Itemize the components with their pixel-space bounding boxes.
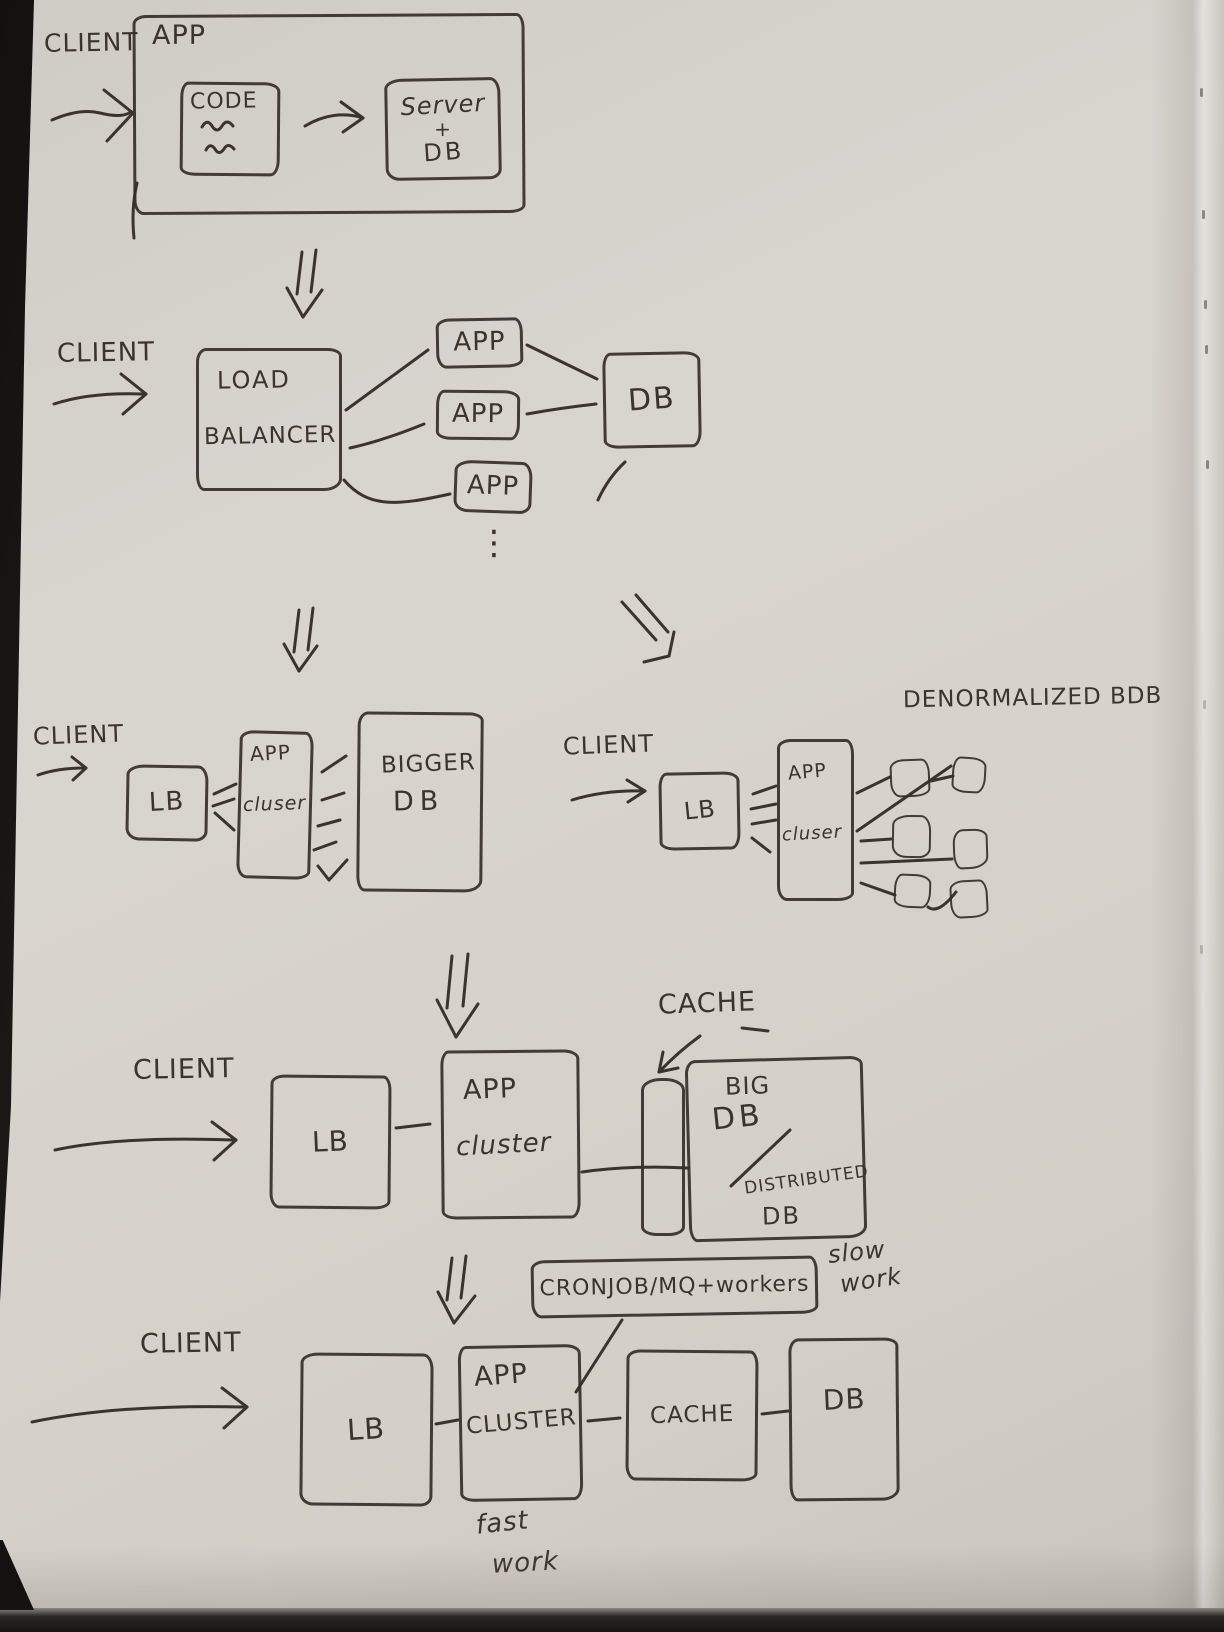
stage5-db-label: DB [821, 1381, 866, 1417]
photo-dark-bottom-band [0, 1608, 1224, 1632]
stage2-app-box-1: APP [435, 317, 524, 369]
stage5-cronjob-box: CRONJOB/MQ+workers [530, 1255, 819, 1319]
stage3-left-cluster-label-2: cluser [242, 791, 307, 817]
stage5-db-box: DB [788, 1337, 900, 1502]
stage5-fast-note-line1: fast [474, 1505, 531, 1541]
paper-right-crease [1150, 0, 1224, 1632]
stage3-right-shard-lines [855, 764, 958, 911]
paper-stitch-mark [1203, 700, 1206, 709]
stage1-plus-label: + [433, 116, 453, 141]
stage3-left-client-arrow-icon [36, 755, 88, 782]
paper-stitch-mark [1200, 88, 1203, 97]
stage5-slow-note-line1: slow [826, 1235, 887, 1269]
stage3-left-lb-label: LB [148, 786, 186, 819]
stage2-load-label: LOAD [216, 365, 292, 395]
stage5-connector-lines [434, 1409, 790, 1426]
stage3-right-client-label: CLIENT [562, 729, 655, 761]
stage4-client-label: CLIENT [132, 1053, 235, 1086]
stage5-cache-label: CACHE [649, 1401, 735, 1430]
stage1-code-label: CODE [189, 88, 258, 115]
stage1-client-arrow-icon [50, 88, 135, 143]
stage5-lb-label: LB [346, 1411, 387, 1448]
stage4-cluster-label-2: cluster [455, 1127, 553, 1163]
stage3-right-lb-cluster-chevrons [749, 784, 778, 854]
stage3-left-db-label: DB [392, 785, 445, 818]
photo-bottom-shadow [0, 1545, 1224, 1608]
stage3-left-lb-cluster-chevrons [211, 782, 238, 832]
stage3-left-lb-box: LB [125, 764, 209, 842]
stage4-lb-label: LB [311, 1124, 350, 1160]
stage3-left-cluster-db-chevrons [312, 754, 349, 882]
paper-stitch-mark [1200, 945, 1203, 954]
stage4-bigdb-label-1: BIG [724, 1071, 771, 1101]
stage3-right-cluster-label-2: cluser [781, 821, 843, 846]
stage1-code-to-server-arrow-icon [303, 100, 365, 134]
down-arrow-5-icon [436, 1254, 477, 1325]
stage3-right-shard-box-1 [889, 758, 931, 798]
stage3-right-heading: DENORMALIZED BDB [902, 682, 1163, 714]
stage3-right-shard-box-4 [952, 828, 989, 870]
stage3-left-client-label: CLIENT [32, 719, 125, 751]
stage2-more-apps-ellipsis: ⋮ [477, 523, 512, 563]
stage5-cluster-label-1: APP [472, 1358, 530, 1393]
stage1-container-overshoot-stroke [131, 181, 139, 240]
stage5-cronjob-label: CRONJOB/MQ+workers [539, 1272, 810, 1302]
stage3-right-lb-box: LB [658, 771, 741, 851]
stage4-cache-callout-label: CACHE [657, 986, 757, 1021]
down-arrow-right-diagonal-icon [620, 593, 676, 664]
stage5-lb-box: LB [299, 1352, 434, 1507]
stage2-db-label: DB [626, 380, 677, 419]
paper-stitch-mark [1204, 300, 1207, 309]
stage2-lb-to-app-lines [342, 348, 452, 504]
stage4-connector-lines [394, 1122, 690, 1174]
stage2-app-label-2: APP [451, 399, 505, 430]
stage2-load-balancer-box [196, 348, 342, 491]
paper-stitch-mark [1206, 460, 1209, 469]
down-arrow-left-icon [282, 606, 319, 673]
stage4-bigdb-label-4: DB [761, 1201, 802, 1231]
down-arrow-1-icon [285, 248, 324, 319]
stage3-right-shard-box-2 [951, 756, 987, 794]
stage4-cache-callout-marks [657, 1026, 770, 1074]
stage3-right-shard-box-3 [891, 814, 932, 859]
stage5-cron-diagonal-line [574, 1318, 624, 1394]
stage1-client-label: CLIENT [43, 27, 139, 58]
stage4-cluster-label-1: APP [462, 1073, 518, 1106]
stage3-right-shard-box-5 [893, 873, 932, 909]
stage3-right-client-arrow-icon [570, 778, 647, 804]
stage1-code-squiggles [200, 120, 236, 154]
stage4-lb-box: LB [269, 1074, 392, 1210]
paper-stitch-mark [1205, 345, 1208, 354]
stage3-left-bigger-label: BIGGER [380, 749, 477, 779]
stage3-right-shard-box-6 [949, 879, 989, 919]
stage1-db-label: DB [421, 136, 465, 167]
stage4-client-arrow-icon [53, 1120, 238, 1162]
stage1-server-db-box: Server + DB [384, 76, 502, 182]
stage3-right-cluster-label-1: APP [787, 759, 828, 785]
stage2-app-box-2: APP [435, 389, 521, 441]
stage5-client-label: CLIENT [139, 1327, 242, 1360]
down-arrow-4-icon [435, 952, 480, 1039]
stage4-cache-slab [641, 1078, 685, 1236]
stage3-left-cluster-label-1: APP [249, 739, 292, 767]
stage2-client-arrow-icon [52, 372, 148, 416]
stage3-right-lb-label: LB [682, 794, 717, 826]
stage2-balancer-label: BALANCER [203, 421, 337, 451]
paper-stitch-mark [1202, 210, 1205, 219]
stage1-app-container-label: APP [152, 20, 207, 51]
stage2-client-label: CLIENT [56, 337, 156, 369]
stage5-cache-box: CACHE [625, 1349, 759, 1482]
stage2-app-label-3: APP [466, 470, 520, 503]
stage4-bigdb-label-2: DB [710, 1097, 766, 1138]
stage2-app-label-1: APP [453, 326, 506, 358]
stage3-right-app-cluster-box [777, 739, 854, 901]
stage2-db-box: DB [602, 351, 702, 449]
stage4-bigdb-slash [729, 1128, 792, 1188]
stage2-app-to-db-lines [525, 343, 627, 502]
stage2-app-box-3: APP [453, 459, 533, 515]
stage5-client-arrow-icon [30, 1386, 249, 1430]
